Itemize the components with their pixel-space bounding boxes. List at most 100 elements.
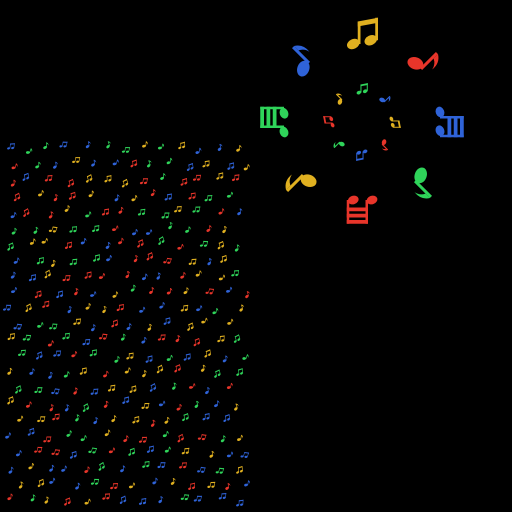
field-note-129 (25, 303, 32, 313)
field-note-154 (22, 334, 32, 341)
field-note-55 (64, 205, 70, 212)
field-note-230 (27, 427, 35, 436)
outer-note-1 (347, 17, 378, 50)
field-note-2 (25, 148, 33, 154)
field-note-108 (125, 271, 131, 279)
field-note-199 (149, 383, 157, 392)
field-note-287 (119, 495, 127, 504)
field-note-216 (234, 403, 239, 411)
field-note-209 (103, 400, 109, 408)
field-note-186 (142, 370, 147, 378)
field-note-281 (7, 493, 13, 501)
field-note-17 (72, 156, 81, 163)
field-note-194 (51, 388, 60, 395)
field-note-258 (61, 465, 67, 472)
field-note-25 (227, 162, 235, 170)
field-note-262 (142, 460, 150, 468)
field-note-244 (51, 449, 60, 456)
field-note-21 (147, 160, 152, 168)
field-note-74 (185, 226, 191, 233)
field-note-256 (28, 462, 35, 470)
field-note-67 (48, 226, 58, 233)
field-note-58 (118, 206, 124, 214)
field-note-39 (231, 174, 240, 182)
field-note-152 (227, 318, 234, 325)
field-note-15 (35, 161, 41, 169)
field-note-148 (147, 323, 153, 331)
field-note-273 (110, 482, 118, 490)
outer-note-6 (285, 173, 317, 193)
field-note-183 (79, 367, 87, 375)
field-note-189 (200, 364, 206, 372)
field-note-91 (36, 257, 44, 265)
field-note-23 (186, 162, 194, 171)
field-note-179 (7, 367, 13, 375)
field-note-45 (114, 194, 120, 202)
field-note-276 (170, 477, 176, 485)
field-note-267 (236, 466, 243, 474)
field-note-139 (212, 307, 219, 315)
field-note-261 (120, 465, 126, 473)
field-note-62 (192, 206, 201, 213)
field-note-290 (180, 494, 190, 501)
field-note-191 (236, 368, 244, 376)
field-note-82 (105, 241, 111, 249)
field-note-180 (29, 368, 35, 375)
field-note-218 (37, 416, 46, 423)
field-note-35 (160, 173, 166, 180)
field-note-33 (121, 178, 129, 188)
field-note-27 (10, 179, 17, 187)
field-note-114 (231, 270, 239, 277)
field-note-292 (218, 492, 227, 500)
field-note-105 (62, 275, 71, 282)
outer-note-2 (407, 51, 439, 71)
field-note-57 (101, 208, 109, 216)
field-note-3 (43, 142, 49, 150)
field-note-219 (52, 413, 60, 421)
field-note-138 (196, 305, 203, 312)
field-note-128 (3, 304, 12, 311)
field-note-188 (174, 364, 181, 373)
field-note-229 (5, 432, 11, 439)
field-note-197 (107, 384, 116, 392)
field-note-250 (164, 446, 171, 453)
field-note-76 (222, 226, 228, 233)
field-note-249 (146, 445, 154, 453)
field-note-248 (128, 447, 136, 456)
field-note-73 (168, 222, 173, 230)
outer-note-4 (413, 167, 433, 199)
field-note-207 (65, 404, 70, 412)
field-note-151 (201, 317, 208, 324)
field-note-144 (73, 318, 81, 325)
field-note-226 (182, 413, 189, 422)
field-note-61 (174, 205, 182, 213)
field-note-48 (164, 193, 172, 201)
field-note-215 (214, 400, 220, 408)
field-note-59 (137, 208, 146, 216)
field-note-168 (53, 350, 62, 357)
field-note-172 (126, 352, 134, 360)
field-note-198 (129, 385, 137, 393)
field-note-293 (236, 499, 244, 507)
field-note-63 (218, 208, 225, 215)
field-note-40 (13, 192, 21, 202)
field-note-68 (69, 226, 77, 233)
field-note-265 (197, 466, 206, 473)
field-note-259 (84, 466, 90, 473)
field-note-158 (98, 333, 108, 340)
field-note-228 (223, 414, 231, 422)
field-note-171 (114, 356, 120, 363)
field-note-37 (193, 174, 201, 181)
field-note-203 (226, 382, 233, 389)
field-note-94 (93, 254, 100, 262)
field-note-268 (18, 481, 24, 489)
field-note-187 (156, 364, 164, 374)
field-note-80 (64, 241, 72, 249)
field-note-208 (82, 403, 90, 412)
field-note-127 (245, 291, 250, 299)
field-note-288 (138, 498, 147, 505)
field-note-178 (242, 354, 249, 360)
field-note-181 (48, 371, 53, 379)
